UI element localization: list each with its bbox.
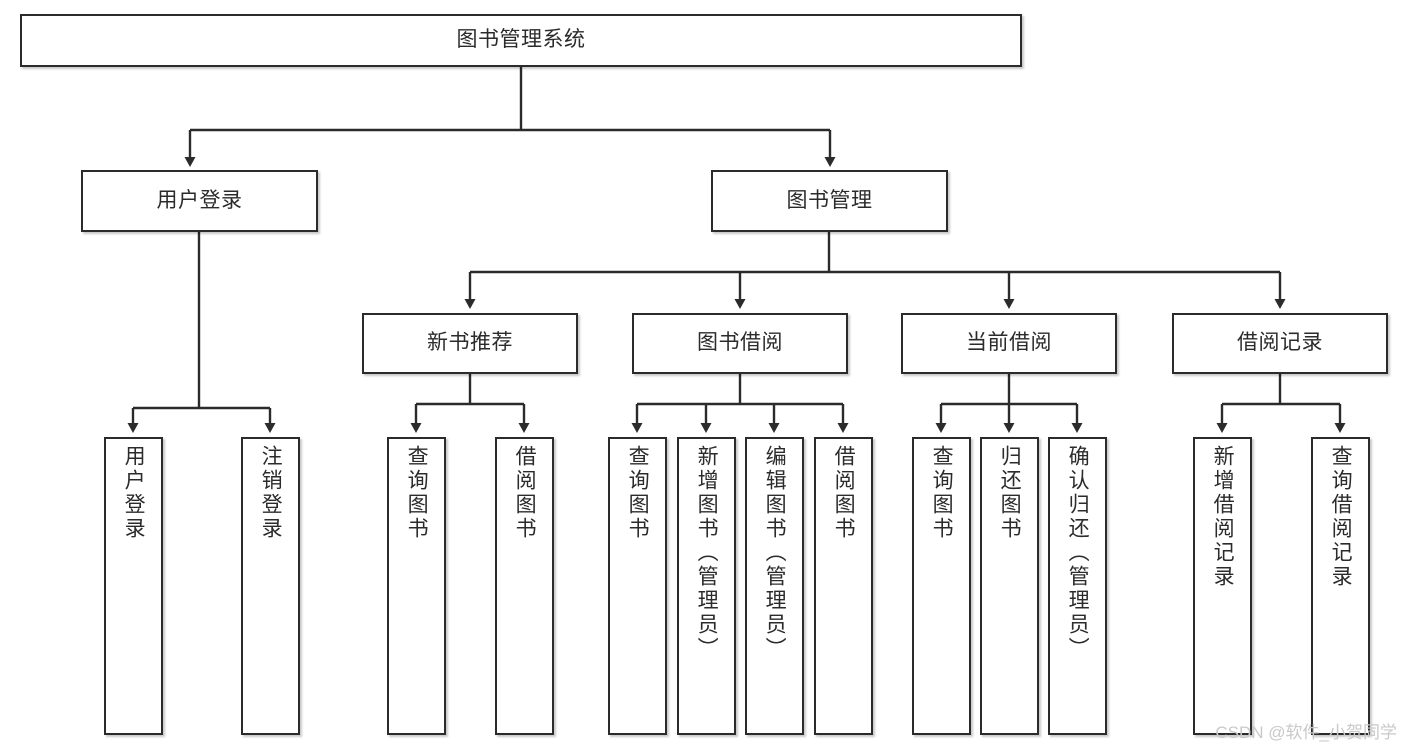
node-label: 编辑图书（管理员） — [763, 445, 787, 661]
node-label: 用户登录 — [122, 445, 146, 541]
leaf-user-login[interactable]: 用户登录 — [104, 437, 163, 735]
node-label: 查询图书 — [930, 445, 954, 541]
node-current-borrow[interactable]: 当前借阅 — [901, 313, 1117, 374]
node-label: 注销登录 — [259, 445, 283, 541]
node-book-management[interactable]: 图书管理 — [711, 170, 948, 232]
node-borrow-records[interactable]: 借阅记录 — [1172, 313, 1388, 374]
leaf-query-book[interactable]: 查询图书 — [608, 437, 667, 735]
node-new-book-recommend[interactable]: 新书推荐 — [362, 313, 578, 374]
node-label: 用户登录 — [156, 188, 243, 212]
node-user-login[interactable]: 用户登录 — [81, 170, 318, 232]
leaf-borrow-book-recommend[interactable]: 借阅图书 — [495, 437, 554, 735]
leaf-borrow-book[interactable]: 借阅图书 — [814, 437, 873, 735]
node-label: 借阅图书 — [513, 445, 537, 541]
leaf-add-book-admin[interactable]: 新增图书（管理员） — [677, 437, 736, 735]
node-label: 借阅图书 — [832, 445, 856, 541]
leaf-return-book[interactable]: 归还图书 — [980, 437, 1039, 735]
leaf-logout[interactable]: 注销登录 — [241, 437, 300, 735]
node-book-borrow[interactable]: 图书借阅 — [632, 313, 848, 374]
leaf-query-book-current[interactable]: 查询图书 — [912, 437, 971, 735]
leaf-add-borrow-record[interactable]: 新增借阅记录 — [1193, 437, 1252, 735]
node-label: 借阅记录 — [1237, 331, 1323, 355]
node-label: 查询借阅记录 — [1329, 445, 1353, 589]
leaf-confirm-return-admin[interactable]: 确认归还（管理员） — [1048, 437, 1107, 735]
node-label: 查询图书 — [626, 445, 650, 541]
leaf-edit-book-admin[interactable]: 编辑图书（管理员） — [745, 437, 804, 735]
node-label: 新增图书（管理员） — [695, 445, 719, 661]
node-label: 图书管理 — [786, 188, 873, 212]
node-label: 查询图书 — [405, 445, 429, 541]
node-label: 归还图书 — [998, 445, 1022, 541]
leaf-query-book-recommend[interactable]: 查询图书 — [387, 437, 446, 735]
node-label: 当前借阅 — [966, 331, 1052, 355]
csdn-watermark: CSDN @软件_小贺同学 — [1215, 723, 1397, 742]
node-label: 图书借阅 — [697, 331, 783, 355]
node-label: 图书管理系统 — [456, 28, 586, 52]
node-label: 新书推荐 — [427, 331, 513, 355]
node-label: 新增借阅记录 — [1211, 445, 1235, 589]
leaf-query-borrow-record[interactable]: 查询借阅记录 — [1311, 437, 1370, 735]
node-root-system[interactable]: 图书管理系统 — [20, 14, 1022, 67]
node-label: 确认归还（管理员） — [1066, 445, 1090, 661]
